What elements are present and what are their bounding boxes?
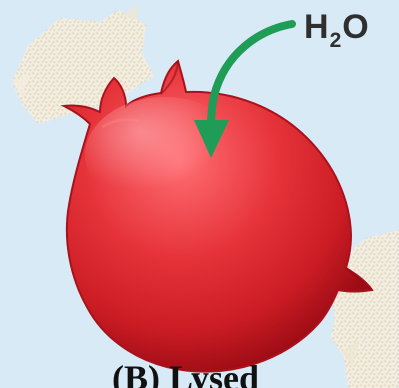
diagram-caption: (B) Lysed <box>112 358 260 388</box>
curved-arrow-icon <box>194 20 296 158</box>
water-label-main: H <box>304 8 329 46</box>
water-label-subscript: 2 <box>329 29 342 52</box>
water-label: H2O <box>304 8 369 51</box>
water-label-tail: O <box>342 8 369 46</box>
